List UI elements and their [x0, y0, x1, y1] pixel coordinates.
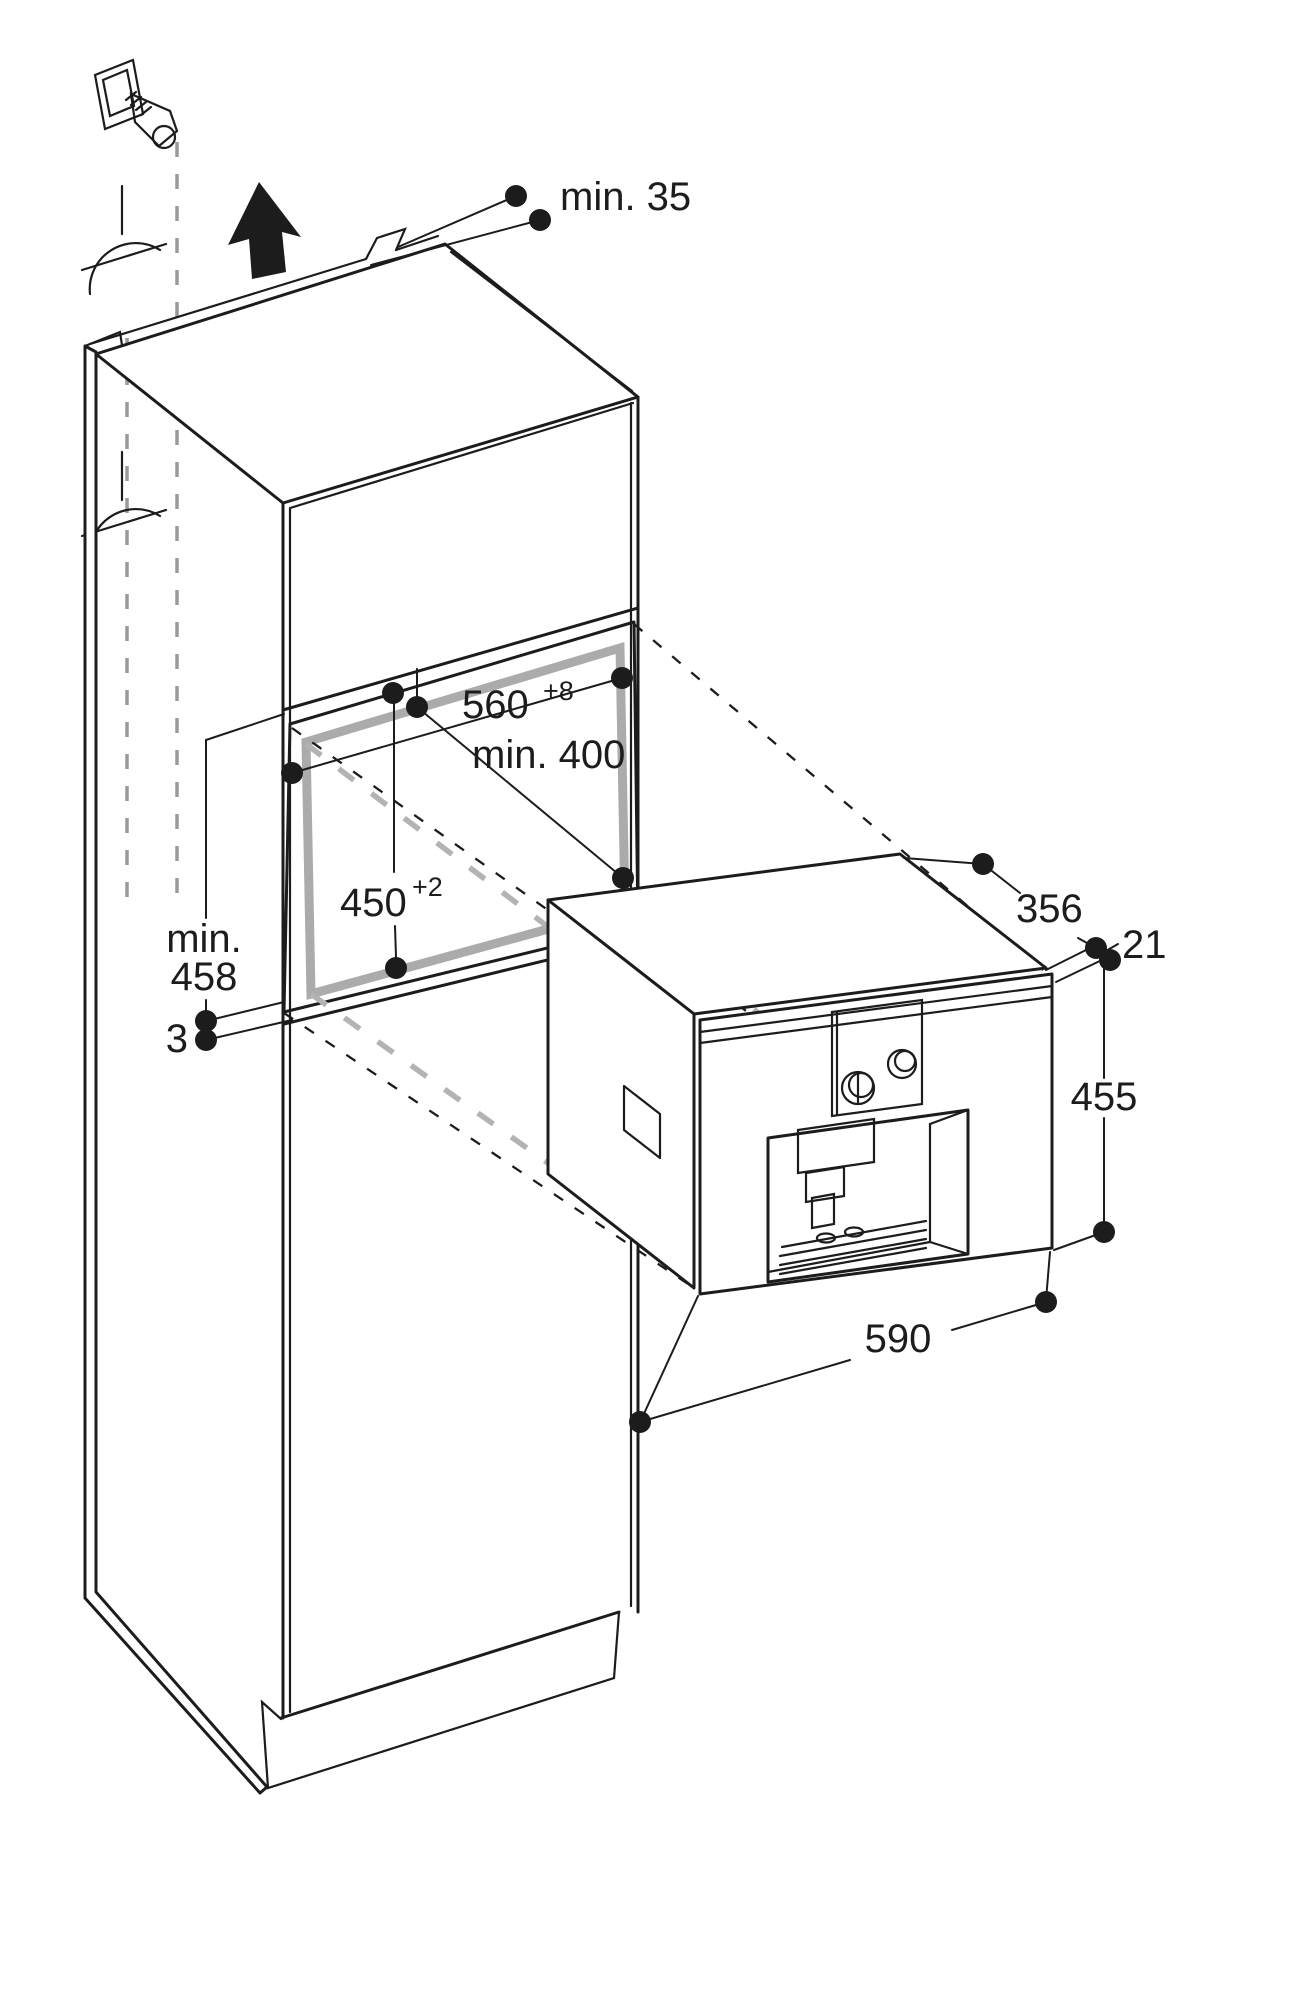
label-niche-width-tolerance: +8 [543, 676, 574, 706]
label-front-gap: 3 [166, 1017, 188, 1061]
machine-front-fascia [698, 972, 1054, 1296]
label-appliance-depth: 356 [1016, 887, 1083, 931]
dim-appliance-depth: 356 [903, 853, 1097, 949]
coffee-machine [546, 852, 1054, 1296]
label-appliance-width: 590 [865, 1317, 932, 1361]
label-niche-height-tolerance: +2 [412, 872, 443, 902]
dim-niche-depth: min. 400 [406, 668, 634, 889]
spout-unit [796, 1117, 876, 1175]
dim-appliance-height: 455 [1053, 965, 1138, 1251]
label-niche-height: 450 [340, 881, 407, 925]
control-panel [830, 998, 924, 1118]
upper-door-bottom-edge [281, 606, 640, 712]
cabinet-plinth [260, 1610, 621, 1790]
trim-bar [698, 984, 1054, 1034]
dim-niche-height: 450 +2 [340, 682, 443, 979]
dim-appliance-width: 590 [629, 1251, 1057, 1433]
drip-tray [778, 1219, 928, 1276]
knob-left [840, 1070, 876, 1106]
label-appliance-height: 455 [1071, 1075, 1138, 1119]
dim-front-gap: 3 [166, 1001, 293, 1061]
label-top-clearance: min. 35 [560, 175, 691, 219]
label-lower-clearance-value: 458 [171, 955, 238, 999]
label-lower-clearance-min: min. [166, 917, 242, 961]
label-niche-width: 560 [462, 683, 529, 727]
lower-door-bottom-edge [279, 1610, 621, 1720]
label-niche-depth: min. 400 [472, 733, 625, 777]
up-arrow-icon [228, 182, 301, 279]
handle-cutout [622, 1084, 662, 1160]
machine-left-face [546, 898, 696, 1290]
dim-niche-width: 560 +8 [281, 667, 633, 784]
dim-top-clearance: min. 35 [370, 175, 691, 266]
dim-lower-clearance: min. 458 [166, 713, 285, 1015]
label-frame-overhang: 21 [1122, 923, 1167, 967]
dispenser-recess [766, 1108, 970, 1284]
knob-right [886, 1048, 918, 1080]
spout-nozzle [810, 1192, 836, 1230]
power-plug-icon [93, 58, 179, 150]
socket-outlet-symbol-upper [80, 184, 168, 296]
dim-frame-overhang: 21 [1045, 923, 1167, 983]
